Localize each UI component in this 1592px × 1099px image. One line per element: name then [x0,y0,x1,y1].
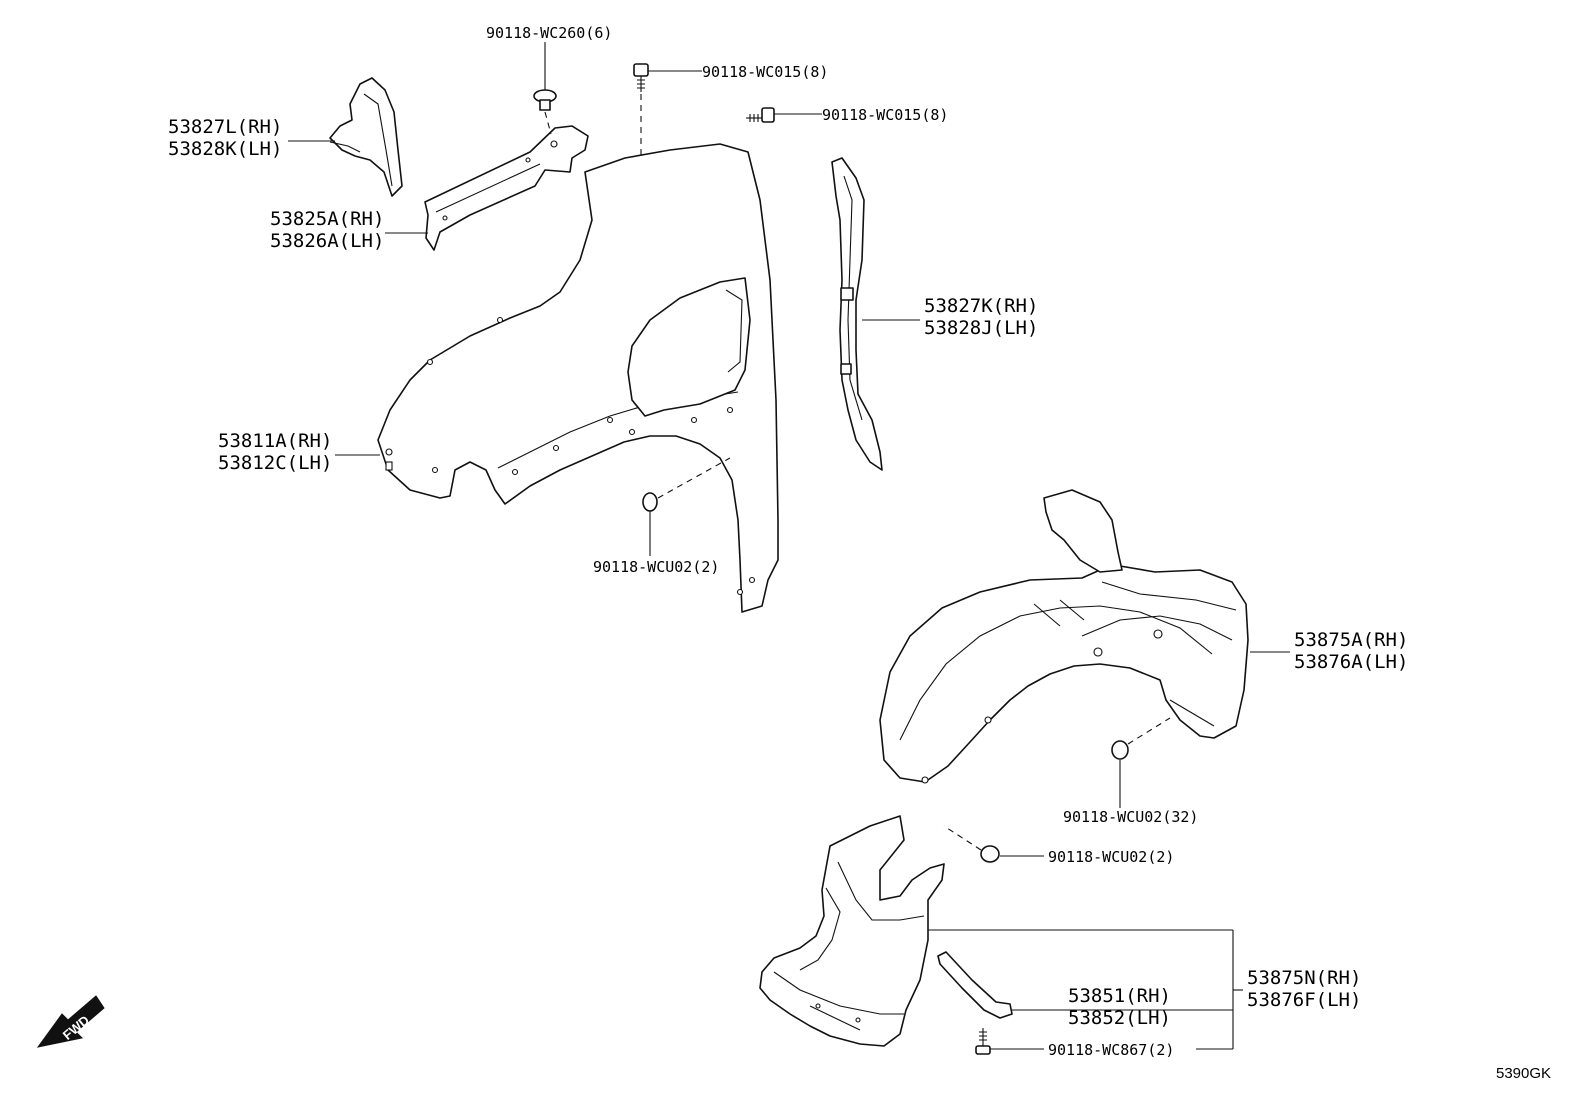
lower-brace: 53851(RH) 53852(LH) [937,951,1233,1029]
rear-seal-rh-label: 53827K(RH) [924,295,1038,317]
bracket-lh-label: 53826A(LH) [270,230,384,252]
liner-clip-label: 90118-WCU02(32) [1063,808,1198,826]
bolt-a-label: 90118-WC015(8) [702,63,828,81]
bolt-a: 90118-WC015(8) [633,63,828,156]
lower-clip: 90118-WCU02(2) [943,825,1174,866]
fender-clip-label: 90118-WCU02(2) [593,558,719,576]
brace-lh-label: 53852(LH) [1068,1007,1171,1029]
top-clip-label: 90118-WC260(6) [486,24,612,42]
rear-seal-lh-label: 53828J(LH) [924,317,1038,339]
bracket-rh-label: 53825A(RH) [270,208,384,230]
fwd-arrow-icon: FWD [36,995,105,1048]
lower-screw: 90118-WC867(2) [975,1028,1233,1059]
lower-screw-label: 90118-WC867(2) [1048,1041,1174,1059]
fender-rh-label: 53811A(RH) [218,430,332,452]
lower-liner: 53875N(RH) 53876F(LH) [759,815,1361,1049]
rear-seal: 53827K(RH) 53828J(LH) [831,157,1038,471]
fender-liner: 53875A(RH) 53876A(LH) [879,489,1408,784]
liner-rh-label: 53875A(RH) [1294,629,1408,651]
bolt-b-label: 90118-WC015(8) [822,106,948,124]
lower-clip-label: 90118-WCU02(2) [1048,848,1174,866]
upper-seal: 53827L(RH) 53828K(LH) [168,77,403,197]
fender-lh-label: 53812C(LH) [218,452,332,474]
fender-clip: 90118-WCU02(2) [593,457,731,576]
liner-clip: 90118-WCU02(32) [1063,717,1198,826]
bolt-b: 90118-WC015(8) [746,106,948,124]
front-fender: 53811A(RH) 53812C(LH) [218,143,779,613]
brace-rh-label: 53851(RH) [1068,985,1171,1007]
lower-liner-lh-label: 53876F(LH) [1247,989,1361,1011]
upper-seal-rh-label: 53827L(RH) [168,116,282,138]
fender-bracket: 53825A(RH) 53826A(LH) [270,125,589,252]
lower-liner-rh-label: 53875N(RH) [1247,967,1361,989]
top-clip: 90118-WC260(6) [486,24,612,135]
liner-lh-label: 53876A(LH) [1294,651,1408,673]
diagram-code: 5390GK [1496,1065,1551,1082]
upper-seal-lh-label: 53828K(LH) [168,138,282,160]
